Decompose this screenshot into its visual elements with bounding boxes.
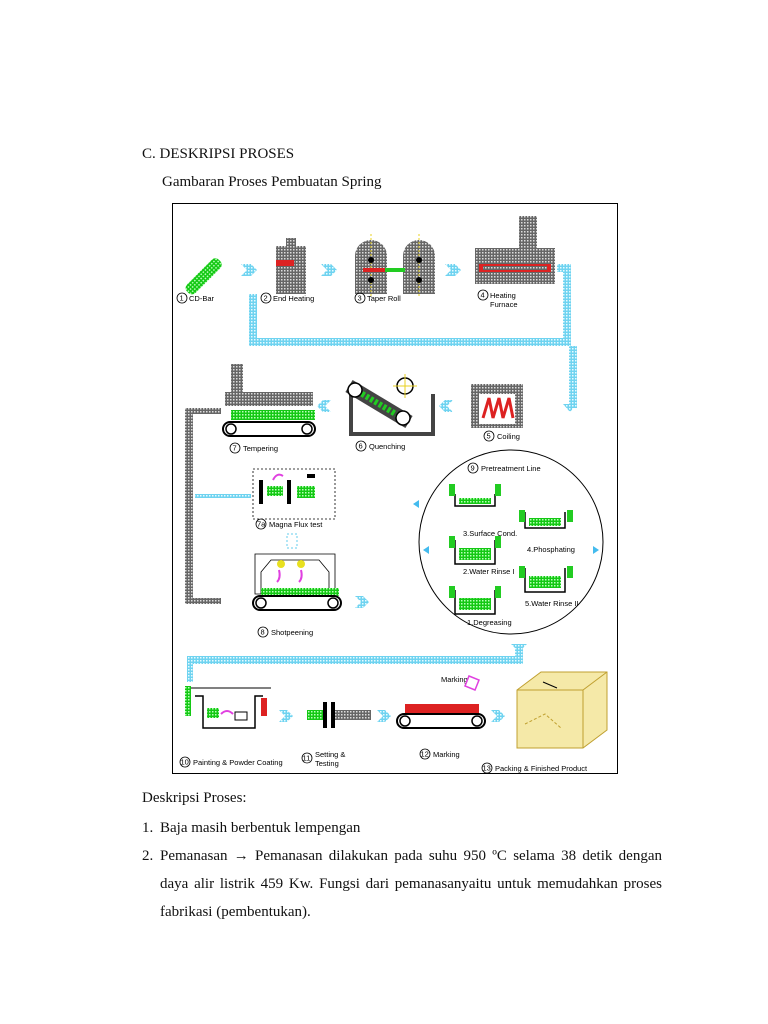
svg-text:Marking: Marking [433,750,460,759]
arrow-icon [279,710,293,722]
list-item: 1. Baja masih berbentuk lempengan [142,814,662,842]
svg-text:4: 4 [481,291,485,300]
step-5-label: 5 Coiling [483,430,520,442]
heating-furnace-icon [475,216,555,284]
svg-text:Marking: Marking [441,675,468,684]
cd-bar-icon [185,258,222,295]
svg-text:Packing & Finished Product: Packing & Finished Product [495,764,588,773]
coiling-icon [471,384,523,428]
svg-text:1: 1 [180,294,184,303]
svg-text:9: 9 [471,464,475,473]
step-7a-label: 7a Magna Flux test [255,518,323,530]
end-heating-icon [276,238,306,294]
svg-text:CD-Bar: CD-Bar [189,294,215,303]
svg-text:Testing: Testing [315,759,339,768]
svg-text:Furnace: Furnace [490,300,518,309]
svg-text:End Heating: End Heating [273,294,314,303]
step-2-label: 2 End Heating [260,292,314,304]
shotpeening-icon [252,553,342,611]
svg-text:8: 8 [261,628,265,637]
step-11-label: 11 Setting & Testing [301,750,345,768]
step-10-label: 10 Painting & Powder Coating [179,756,283,768]
arrow-icon [491,710,505,722]
marking-icon: Marking [396,675,486,729]
tank-phosphating: 4.Phosphating [519,510,575,554]
list-text: Pemanasan → Pemanasan dilakukan pada suh… [160,848,662,920]
process-list: 1. Baja masih berbentuk lempengan 2. Pem… [142,814,662,926]
svg-text:Shotpeening: Shotpeening [271,628,313,637]
tank-surface-cond: 3.Surface Cond. [449,484,517,538]
step-7-label: 7 Tempering [229,442,278,454]
conveyor-band-1 [249,264,577,412]
arrow-icon [286,533,298,549]
svg-text:3: 3 [358,294,362,303]
step-4-label: 4 Heating Furnace [477,289,518,309]
list-item: 2. Pemanasan → Pemanasan dilakukan pada … [142,842,662,926]
list-number: 1. [142,820,154,836]
arrow-icon [445,264,461,276]
section-heading: C. DESKRIPSI PROSES [142,146,295,162]
list-number: 2. [142,848,154,864]
conveyor-left [185,408,251,604]
quenching-icon [345,374,435,436]
description-title: Deskripsi Proses: [142,790,247,806]
conveyor-band-2 [187,644,527,682]
svg-text:Quenching: Quenching [369,442,405,451]
svg-text:Heating: Heating [490,291,516,300]
svg-text:3.Surface Cond.: 3.Surface Cond. [463,529,517,538]
svg-text:Setting &: Setting & [315,750,345,759]
svg-text:2.Water Rinse I: 2.Water Rinse I [463,567,514,576]
taper-roll-icon [355,234,435,296]
svg-text:Coiling: Coiling [497,432,520,441]
tank-degreasing: 1.Degreasing [449,586,512,627]
painting-powder-coating-icon [185,686,271,729]
arrow-icon [241,264,257,276]
list-text: Baja masih berbentuk lempengan [160,820,361,836]
svg-text:5: 5 [487,432,491,441]
arrow-icon [317,400,331,412]
svg-text:Pretreatment Line: Pretreatment Line [481,464,541,473]
step-13-label: 13 Packing & Finished Product [481,762,588,773]
process-diagram: 1 CD-Bar 2 End Heating 3 Taper Roll 4 He… [172,203,618,774]
svg-text:1.Degreasing: 1.Degreasing [467,618,512,627]
arrow-icon [321,264,337,276]
step-6-label: 6 Quenching [355,440,405,452]
svg-text:2: 2 [264,294,268,303]
svg-text:7a: 7a [257,520,266,529]
diagram-title: Gambaran Proses Pembuatan Spring [162,174,382,190]
step-12-label: 12 Marking [419,748,460,760]
arrow-icon [377,710,391,722]
arrow-icon [439,400,453,412]
svg-text:Magna Flux test: Magna Flux test [269,520,323,529]
svg-text:6: 6 [359,442,363,451]
svg-text:Painting & Powder Coating: Painting & Powder Coating [193,758,283,767]
step-3-label: 3 Taper Roll [354,292,401,304]
svg-text:11: 11 [303,754,311,763]
svg-text:5.Water Rinse II: 5.Water Rinse II [525,599,579,608]
svg-text:7: 7 [233,444,237,453]
step-8-label: 8 Shotpeening [257,626,313,638]
svg-text:Taper Roll: Taper Roll [367,294,401,303]
tempering-icon [222,364,316,437]
pretreatment-line: 9 Pretreatment Line 3.Surface Cond. 4.Ph… [413,449,604,635]
tank-water-rinse-2: 5.Water Rinse II [519,566,579,608]
svg-text:Tempering: Tempering [243,444,278,453]
arrow-icon [355,596,369,608]
setting-testing-icon [307,702,371,728]
packing-box-icon [516,671,608,749]
svg-text:10: 10 [181,758,189,767]
svg-text:12: 12 [421,750,429,759]
process-diagram-svg: 1 CD-Bar 2 End Heating 3 Taper Roll 4 He… [176,216,608,773]
step-1-label: 1 CD-Bar [176,292,215,304]
tank-water-rinse-1: 2.Water Rinse I [449,536,514,576]
svg-text:4.Phosphating: 4.Phosphating [527,545,575,554]
magna-flux-icon [252,468,336,520]
svg-text:13: 13 [483,764,491,773]
